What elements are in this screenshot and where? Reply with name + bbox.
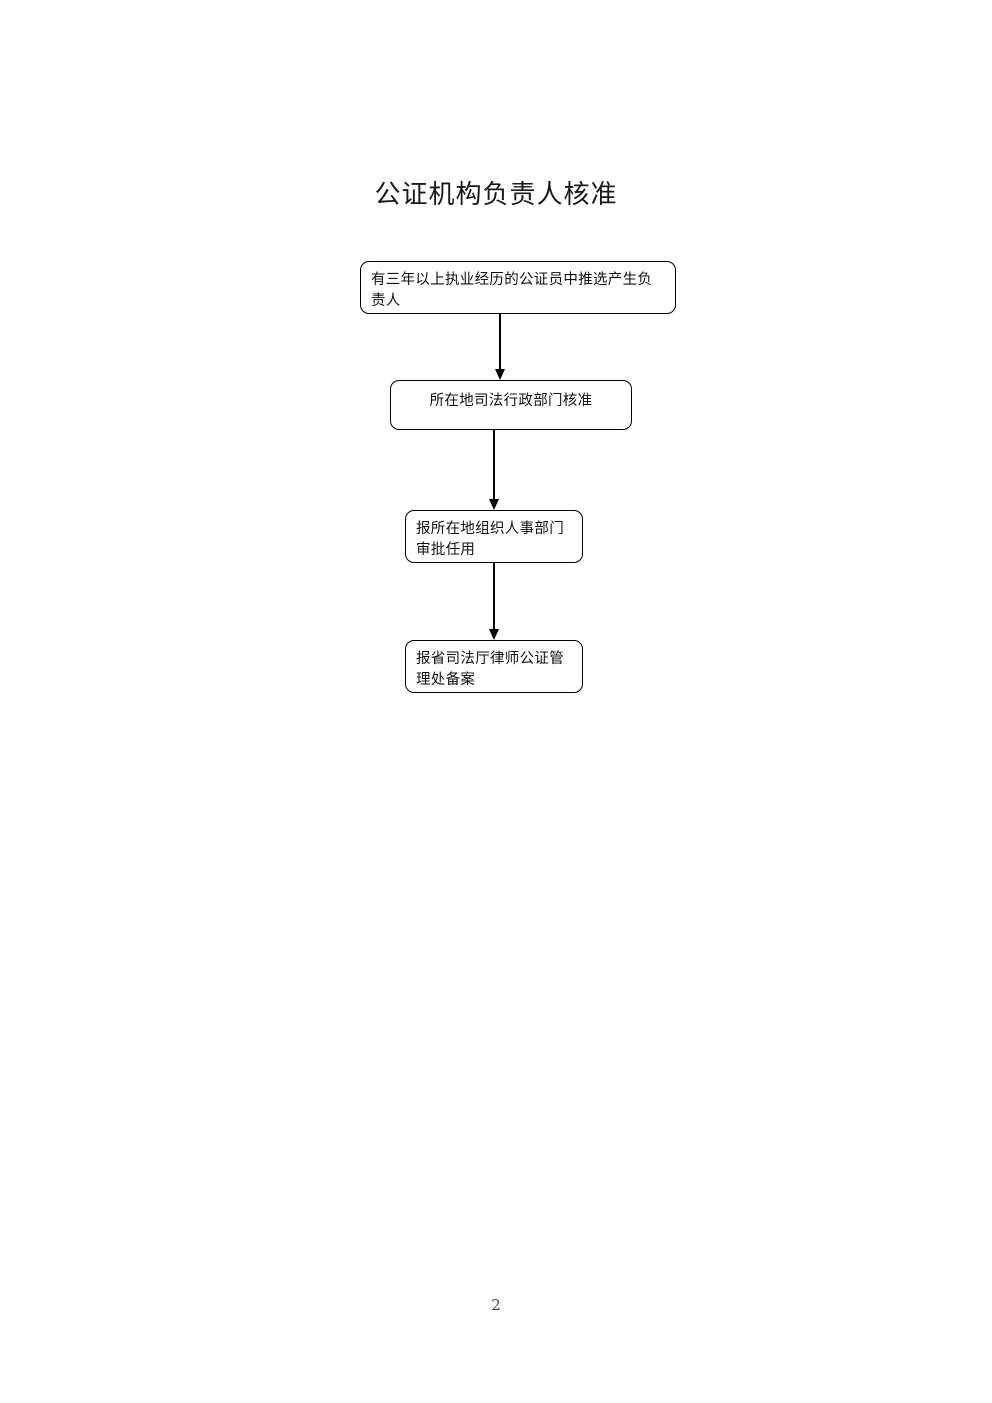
flowchart-node-4[interactable]: 报省司法厅律师公证管理处备案 xyxy=(405,640,583,693)
page-title-text: 公证机构负责人核准 xyxy=(374,180,618,210)
flowchart-node-1[interactable]: 有三年以上执业经历的公证员中推选产生负责人 xyxy=(360,261,676,314)
connector-line xyxy=(493,563,495,630)
flowchart-node-3[interactable]: 报所在地组织人事部门审批任用 xyxy=(405,510,583,563)
flowchart-node-1-label: 有三年以上执业经历的公证员中推选产生负责人 xyxy=(371,272,653,309)
arrowhead-down-icon xyxy=(489,499,499,510)
flowchart-node-3-label: 报所在地组织人事部门审批任用 xyxy=(416,521,564,558)
connector-line xyxy=(493,430,495,500)
page-number: 2 xyxy=(491,1296,501,1314)
flowchart-node-2-label: 所在地司法行政部门核准 xyxy=(429,393,593,409)
arrowhead-down-icon xyxy=(495,369,505,380)
arrowhead-down-icon xyxy=(489,629,499,640)
page-title: 公证机构负责人核准 xyxy=(0,178,992,212)
flowchart-node-2[interactable]: 所在地司法行政部门核准 xyxy=(390,380,632,430)
connector-line xyxy=(499,314,501,370)
flowchart-node-4-label: 报省司法厅律师公证管理处备案 xyxy=(416,651,564,688)
